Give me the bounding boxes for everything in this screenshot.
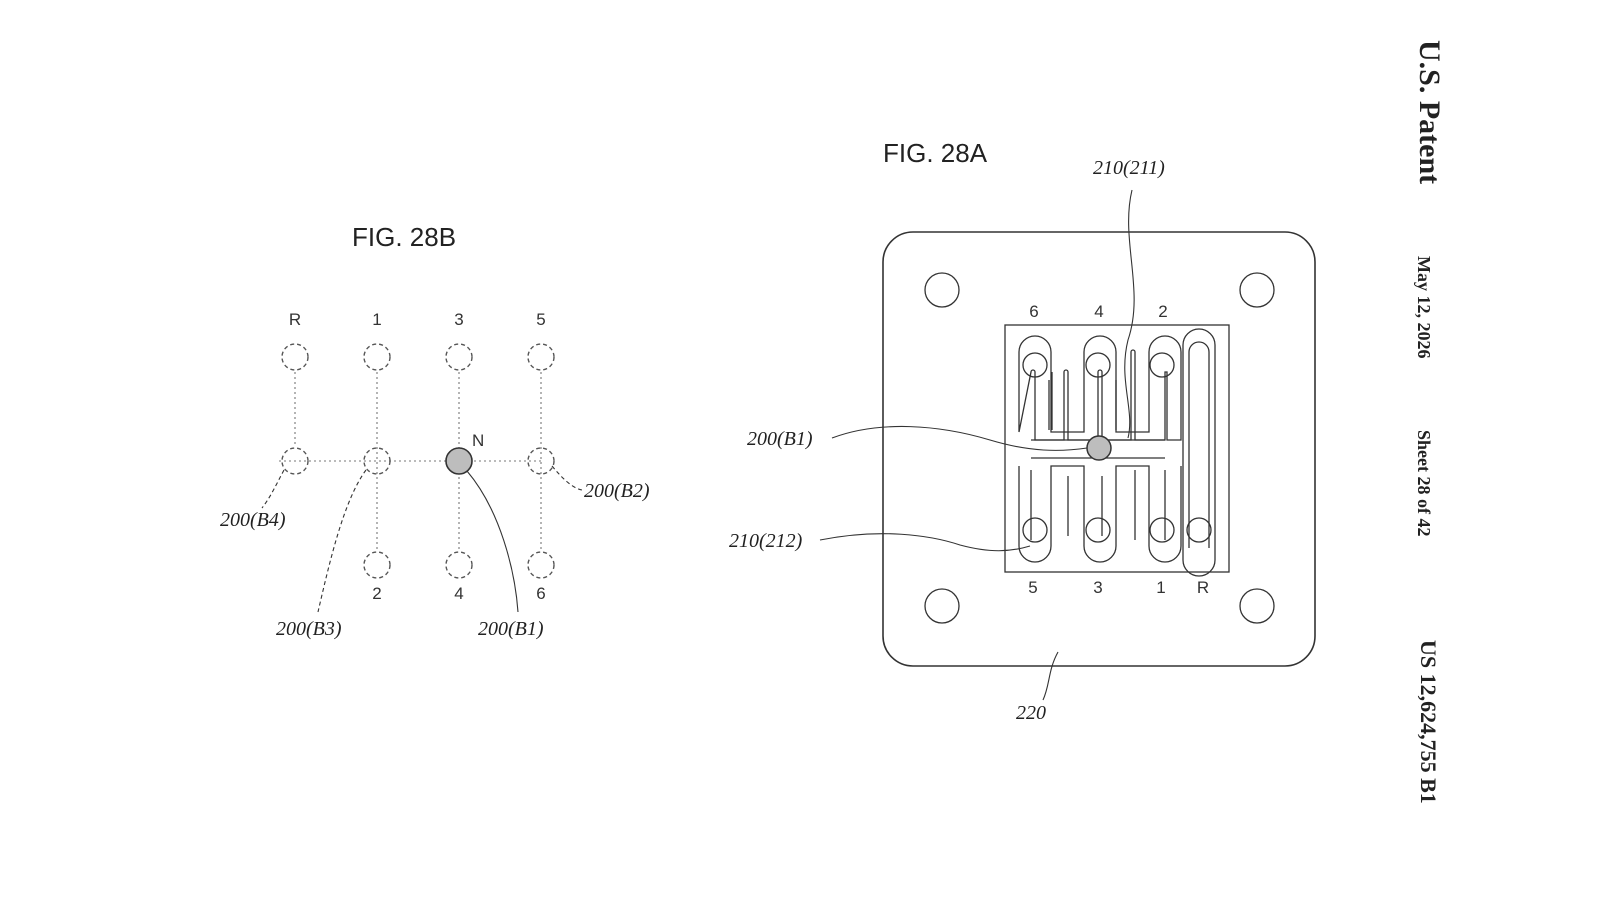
base-plate-220 [882, 231, 1316, 667]
patent-header: U.S. Patent May 12, 2026 Sheet 28 of 42 … [1413, 40, 1446, 804]
position-3 [445, 343, 473, 371]
neutral-position-b2 [527, 447, 555, 475]
gear-label-6: 6 [536, 584, 545, 603]
gate-label-5: 5 [1028, 578, 1037, 597]
fig28a-title: FIG. 28A [883, 138, 988, 168]
gate-label-6: 6 [1029, 302, 1038, 321]
gate-label-4: 4 [1094, 302, 1103, 321]
detent-5 [1022, 517, 1048, 543]
gear-label-5: 5 [536, 310, 545, 329]
leader-220 [1042, 651, 1059, 701]
ref-220: 220 [1016, 702, 1046, 724]
gate-label-2: 2 [1158, 302, 1167, 321]
gate-frame [1004, 324, 1230, 573]
ref-210-211: 210(211) [1093, 157, 1165, 179]
detent-4 [1085, 352, 1111, 378]
leader-211 [1124, 189, 1135, 439]
gear-label-2: 2 [372, 584, 381, 603]
leader-b4 [261, 469, 285, 509]
leader-b3 [317, 469, 367, 613]
header-title: U.S. Patent [1413, 40, 1446, 184]
leader-b2 [551, 465, 583, 491]
position-4 [445, 551, 473, 579]
mounting-hole-top-left [924, 272, 960, 308]
shift-pattern-guides [279, 372, 542, 551]
detent-6 [1022, 352, 1048, 378]
mounting-hole-bottom-right [1239, 588, 1275, 624]
detent-3 [1085, 517, 1111, 543]
neutral-position-b3 [363, 447, 391, 475]
detent-1 [1149, 517, 1175, 543]
gate-label-1: 1 [1156, 578, 1165, 597]
position-r [281, 343, 309, 371]
figure-28b: FIG. 28B R 1 3 5 N 2 4 6 [220, 222, 650, 640]
position-6 [527, 551, 555, 579]
figure-28a: FIG. 28A 6 4 2 [729, 138, 1316, 724]
gate-label-r: R [1197, 578, 1209, 597]
leader-b1 [466, 470, 519, 613]
mounting-hole-top-right [1239, 272, 1275, 308]
ref-210-212: 210(212) [729, 530, 803, 552]
lower-guide-slot-212 [1018, 465, 1182, 563]
gear-label-4: 4 [454, 584, 463, 603]
neutral-position-b4 [281, 447, 309, 475]
neutral-knob-b1 [445, 447, 473, 475]
lower-guide-slot-inner [1030, 470, 1166, 540]
header-patent-number: US 12,624,755 B1 [1416, 640, 1441, 804]
position-1 [363, 343, 391, 371]
gate-label-3: 3 [1093, 578, 1102, 597]
reverse-slot-inner [1188, 341, 1210, 548]
neutral-label: N [472, 431, 484, 450]
shift-knob-b1 [1086, 435, 1112, 461]
ref-200-b1-28a: 200(B1) [747, 428, 813, 450]
ref-200-b1: 200(B1) [478, 618, 544, 640]
position-2 [363, 551, 391, 579]
gear-label-r: R [289, 310, 301, 329]
detent-2 [1149, 352, 1175, 378]
ref-200-b3: 200(B3) [276, 618, 342, 640]
upper-slot-outline [1048, 372, 1117, 430]
header-date: May 12, 2026 [1414, 256, 1434, 359]
gear-label-3: 3 [454, 310, 463, 329]
leader-b1-28a [831, 425, 1088, 451]
gear-label-1: 1 [372, 310, 381, 329]
ref-200-b4: 200(B4) [220, 509, 286, 531]
reverse-slot [1182, 328, 1216, 577]
leader-212 [819, 533, 1031, 552]
fig28b-title: FIG. 28B [352, 222, 456, 252]
header-sheet: Sheet 28 of 42 [1414, 430, 1434, 537]
mounting-hole-bottom-left [924, 588, 960, 624]
position-5 [527, 343, 555, 371]
detent-r [1186, 517, 1212, 543]
ref-200-b2: 200(B2) [584, 480, 650, 502]
upper-guide-slot-211 [1018, 335, 1182, 441]
